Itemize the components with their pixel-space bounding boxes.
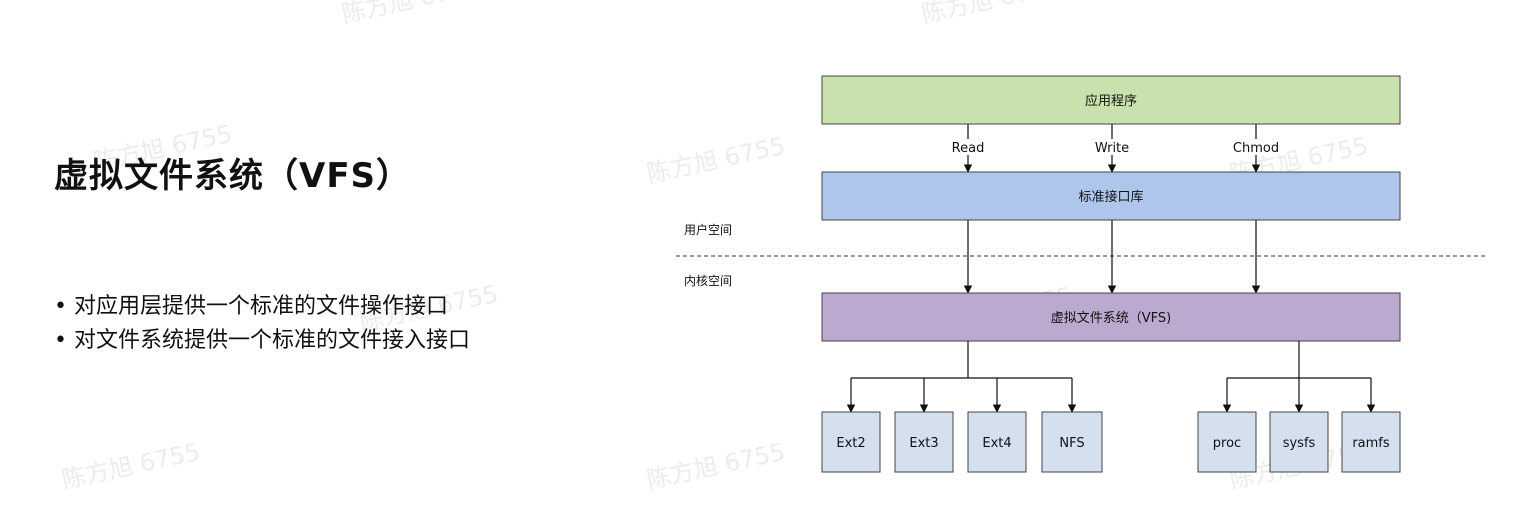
kernel-space-label: 内核空间 <box>684 274 732 288</box>
fs-box-nfs <box>1041 411 1103 473</box>
fs-label-ext3: Ext3 <box>909 436 938 451</box>
fs-label-ext4: Ext4 <box>982 436 1011 451</box>
bullet-dot-icon: • <box>54 294 67 319</box>
bullet-text: 对应用层提供一个标准的文件操作接口 <box>74 294 449 319</box>
fs-box-proc <box>1197 411 1257 473</box>
bullet-text: 对文件系统提供一个标准的文件接入接口 <box>74 328 471 353</box>
vfs-box-label: 虚拟文件系统（VFS) <box>1051 311 1171 326</box>
user-space-label: 用户空间 <box>684 222 732 237</box>
fs-label-nfs: NFS <box>1059 436 1084 451</box>
list-item: • 对应用层提供一个标准的文件操作接口 <box>54 290 470 324</box>
fs-box-ext2 <box>821 411 881 473</box>
call-label-chmod: Chmod <box>1233 141 1279 156</box>
label-bg <box>1090 139 1136 155</box>
label-bg <box>944 139 992 155</box>
lib-box-label: 标准接口库 <box>1078 189 1143 205</box>
fs-label-ext2: Ext2 <box>836 436 865 451</box>
vfs-box <box>821 292 1401 342</box>
call-label-read: Read <box>952 141 985 156</box>
bullet-list: • 对应用层提供一个标准的文件操作接口 • 对文件系统提供一个标准的文件接入接口 <box>54 290 470 358</box>
call-label-write: Write <box>1095 141 1129 156</box>
fs-box-sysfs <box>1269 411 1329 473</box>
fs-label-proc: proc <box>1213 436 1241 451</box>
fs-label-ramfs: ramfs <box>1352 436 1390 451</box>
label-bg <box>1229 139 1285 155</box>
lib-box <box>821 171 1401 221</box>
app-box-label: 应用程序 <box>1085 93 1137 109</box>
app-box <box>821 75 1401 125</box>
fs-box-ext4 <box>967 411 1027 473</box>
page-title: 虚拟文件系统（VFS） <box>54 156 412 196</box>
fs-label-sysfs: sysfs <box>1283 436 1316 451</box>
fs-box-ramfs <box>1341 411 1401 473</box>
list-item: • 对文件系统提供一个标准的文件接入接口 <box>54 324 470 358</box>
bullet-dot-icon: • <box>54 328 67 353</box>
fs-box-ext3 <box>894 411 954 473</box>
